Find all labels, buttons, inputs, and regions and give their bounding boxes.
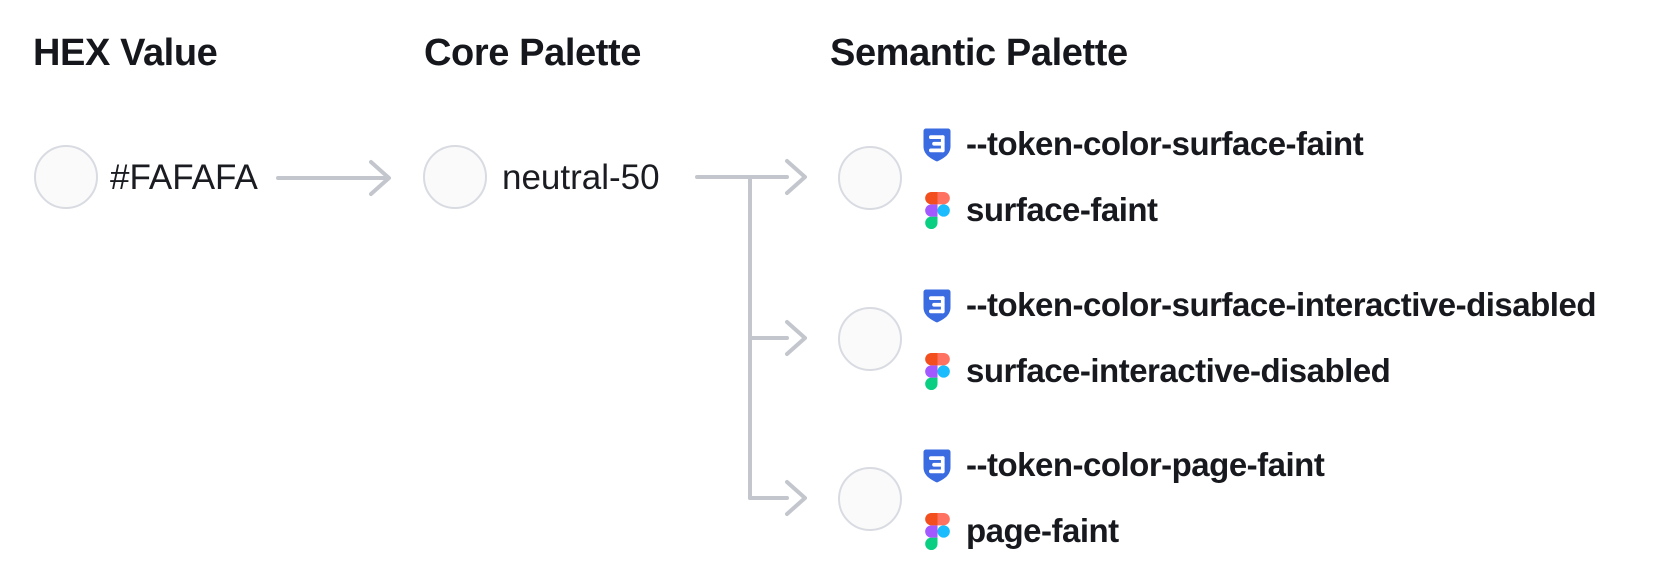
semantic-node-surface-interactive-disabled: --token-color-surface-interactive-disabl… (920, 280, 1596, 396)
semantic-color-swatch-surface-interactive-disabled (838, 307, 902, 371)
figma-logo-icon (920, 191, 954, 229)
hex-color-swatch (34, 145, 98, 209)
branch-connector-core-to-semantic (695, 159, 807, 516)
figma-style-name: page-faint (966, 512, 1119, 549)
semantic-node-page-faint: --token-color-page-faint page-faint (920, 440, 1325, 556)
semantic-node-surface-faint: --token-color-surface-faint surface-fain… (920, 119, 1364, 235)
css-variable-name: --token-color-page-faint (966, 446, 1325, 483)
figma-style-row: surface-faint (920, 185, 1363, 235)
arrow-hex-to-core (276, 160, 391, 196)
css-variable-row: --token-color-page-faint (920, 440, 1325, 490)
hex-value-column-header: HEX Value (33, 32, 218, 74)
css3-shield-icon (920, 448, 954, 483)
hex-value-label: #FAFAFA (110, 158, 258, 197)
css-variable-row: --token-color-surface-faint (920, 119, 1364, 169)
css3-shield-icon (920, 127, 954, 162)
semantic-color-swatch-surface-faint (838, 146, 902, 210)
core-palette-label: neutral-50 (502, 158, 660, 197)
semantic-color-swatch-page-faint (838, 467, 902, 531)
css-variable-name: --token-color-surface-interactive-disabl… (966, 286, 1596, 323)
css-variable-row: --token-color-surface-interactive-disabl… (920, 280, 1596, 330)
figma-logo-icon (920, 512, 954, 550)
core-color-swatch (423, 145, 487, 209)
figma-style-row: surface-interactive-disabled (920, 346, 1596, 396)
figma-style-name: surface-faint (966, 191, 1158, 228)
figma-style-name: surface-interactive-disabled (966, 352, 1391, 389)
figma-style-row: page-faint (920, 506, 1324, 556)
css3-shield-icon (920, 288, 954, 323)
semantic-palette-column-header: Semantic Palette (830, 32, 1128, 74)
core-palette-column-header: Core Palette (424, 32, 641, 74)
figma-logo-icon (920, 352, 954, 390)
css-variable-name: --token-color-surface-faint (966, 125, 1364, 162)
